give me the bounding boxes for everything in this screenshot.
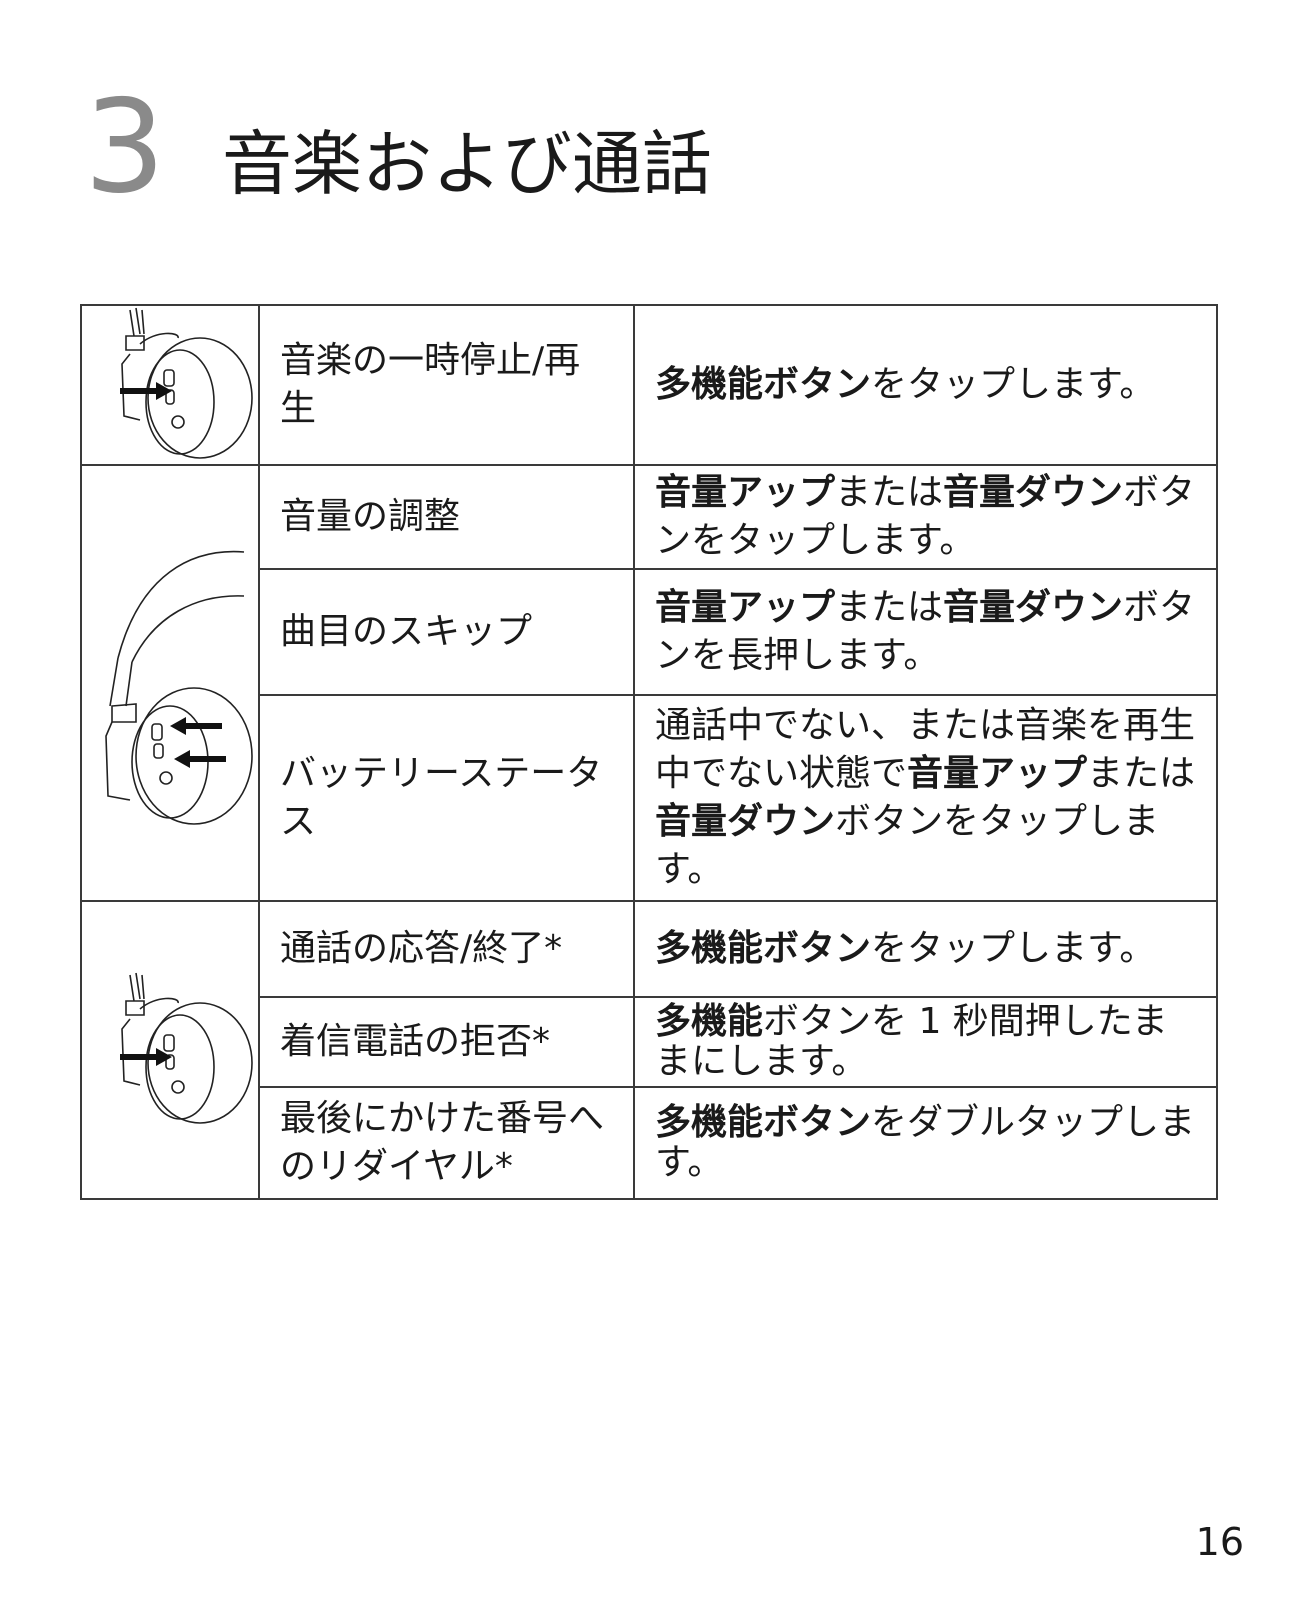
action-bold: 多機能ボタン (655, 364, 872, 405)
table-row: バッテリーステータス 通話中でない、または音楽を再生中でない状態で音量アップまた… (81, 694, 1218, 902)
illustration-cell (80, 304, 260, 466)
action-normal: または (1087, 753, 1196, 794)
function-label: 音量の調整 (258, 464, 635, 570)
action-normal: ボタンを 1 秒間押したままにします。 (655, 1001, 1168, 1082)
function-label: 着信電話の拒否* (258, 996, 635, 1088)
illustration-cell (80, 464, 260, 902)
action-text: 通話中でない、または音楽を再生中でない状態で音量アップまたは音量ダウンボタンをタ… (633, 694, 1218, 902)
action-bold: 音量ダウン (655, 801, 836, 842)
action-bold: 多機能ボタン (655, 1102, 872, 1143)
table-row: 曲目のスキップ 音量アップまたは音量ダウンボタンを長押します。 (81, 568, 1218, 696)
action-normal: ボタンをタップします。 (655, 801, 1160, 890)
action-bold: 音量アップ (907, 753, 1088, 794)
action-bold: 音量アップ (655, 587, 836, 628)
action-text: 音量アップまたは音量ダウンボタンを長押します。 (633, 568, 1218, 696)
function-label: バッテリーステータス (258, 694, 635, 902)
action-normal: をダブルタップします。 (655, 1102, 1196, 1183)
controls-table: 音楽の一時停止/再生 多機能ボタンをタップします。 (80, 304, 1218, 1200)
action-bold: 音量アップ (655, 472, 836, 513)
function-label: 曲目のスキップ (258, 568, 635, 696)
illustration-cell (80, 900, 260, 1200)
action-bold: 音量ダウン (943, 472, 1124, 513)
action-normal: ボタンを長押します。 (655, 587, 1196, 676)
function-label: 音楽の一時停止/再生 (258, 304, 635, 466)
action-normal: または (835, 587, 944, 628)
action-text: 多機能ボタンをダブルタップします。 (633, 1086, 1218, 1200)
table-row: 着信電話の拒否* 多機能ボタンを 1 秒間押したままにします。 (81, 996, 1218, 1088)
headphone-earcup-arrow-icon (120, 307, 253, 459)
action-normal: をタップします。 (871, 928, 1156, 969)
action-normal: または (835, 472, 944, 513)
action-normal: をタップします。 (871, 364, 1156, 405)
action-text: 多機能ボタンを 1 秒間押したままにします。 (633, 996, 1218, 1088)
action-bold: 多機能 (655, 1001, 764, 1042)
action-bold: 音量ダウン (943, 587, 1124, 628)
chapter-number: 3 (84, 73, 166, 222)
action-text: 多機能ボタンをタップします。 (633, 900, 1218, 998)
page-number: 16 (1195, 1520, 1244, 1564)
action-text: 音量アップまたは音量ダウンボタンをタップします。 (633, 464, 1218, 570)
headphone-earcup-arrow-icon (120, 972, 253, 1124)
action-normal: ボタンをタップします。 (655, 472, 1196, 561)
headphone-volume-arrows-icon (105, 550, 253, 825)
table-row: 通話の応答/終了* 多機能ボタンをタップします。 (80, 900, 1218, 1200)
table-row: 最後にかけた番号へのリダイヤル* 多機能ボタンをダブルタップします。 (81, 1086, 1218, 1200)
table-row: 音量の調整 音量アップまたは音量ダウンボタンをタップします。 (80, 464, 1218, 902)
action-bold: 多機能ボタン (655, 928, 872, 969)
action-text: 多機能ボタンをタップします。 (633, 304, 1218, 466)
action-normal: 通話中でない、または音楽を再生中でない状態で (655, 705, 1196, 794)
function-label: 最後にかけた番号へのリダイヤル* (258, 1086, 635, 1200)
chapter-title: 音楽および通話 (222, 123, 712, 205)
table-row: 音楽の一時停止/再生 多機能ボタンをタップします。 (80, 304, 1218, 466)
function-label: 通話の応答/終了* (258, 900, 635, 998)
